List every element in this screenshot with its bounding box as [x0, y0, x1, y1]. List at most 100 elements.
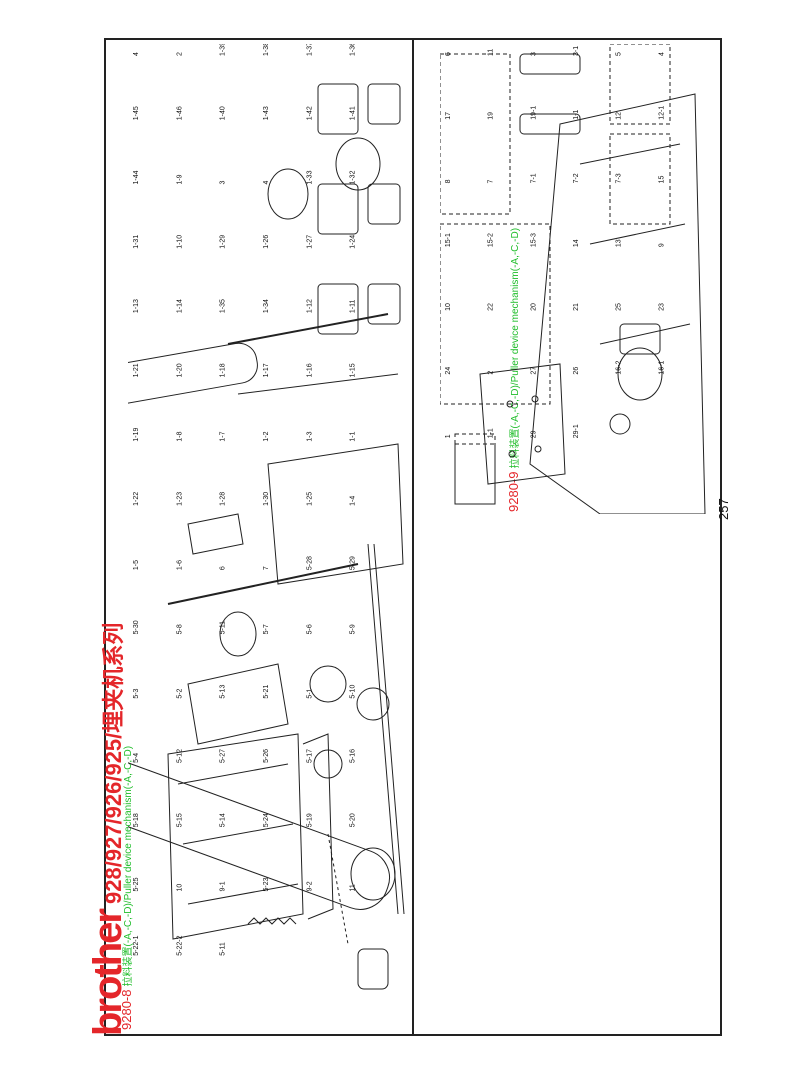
left-callout: 5-22-1: [133, 935, 140, 955]
right-callout: 1: [445, 434, 452, 438]
right-callout: 15-2: [488, 233, 495, 247]
left-callout: 5-4: [133, 753, 140, 763]
left-callout: 1-34: [263, 299, 270, 313]
right-callout: 16-2: [616, 360, 623, 374]
right-callout: 24: [445, 367, 452, 375]
left-callout: 1-40: [220, 106, 227, 120]
right-callout: 12-1: [658, 106, 665, 120]
group-1-box: [609, 133, 671, 225]
left-callout: 3: [220, 181, 227, 185]
left-callout: 1-26: [263, 235, 270, 249]
left-callout: 1-3: [306, 431, 313, 441]
right-callout: 15: [658, 176, 665, 184]
right-callout: 9: [658, 243, 665, 247]
right-callout: 3: [530, 52, 537, 56]
left-callout: 5-23: [263, 877, 270, 891]
left-callout: 1-17: [263, 363, 270, 377]
bracket-plate: [187, 663, 289, 745]
center-divider: [412, 38, 414, 1036]
gear-lower: [350, 847, 396, 901]
left-callout: 5-7: [263, 624, 270, 634]
left-callout: 5-12: [176, 749, 183, 763]
right-callout: 5: [616, 52, 623, 56]
right-callout: 8: [445, 179, 452, 183]
left-callout: 9-1: [220, 881, 227, 891]
right-callout: 3-1: [573, 46, 580, 56]
left-callout: 1-30: [263, 492, 270, 506]
left-callout: 2: [176, 52, 183, 56]
left-callout: 1-20: [176, 363, 183, 377]
left-callout: 1-8: [176, 431, 183, 441]
left-callout: 1-29: [220, 235, 227, 249]
right-callout: 7: [488, 179, 495, 183]
right-callout: 11: [488, 49, 495, 56]
left-callout: 1-25: [306, 492, 313, 506]
right-callout: 17: [445, 112, 452, 120]
left-callout: 5-29: [350, 556, 357, 570]
pulley-top: [219, 611, 257, 657]
left-callout: 1-43: [263, 106, 270, 120]
left-callout: 1-23: [176, 492, 183, 506]
base-casting: [529, 93, 706, 514]
right-callout: 4: [658, 52, 665, 56]
left-callout: 5-9: [350, 624, 357, 634]
right-callout: 20: [530, 303, 537, 311]
left-callout: 5-27: [220, 749, 227, 763]
left-callout: 5-11: [220, 621, 227, 635]
left-callout: 1-16: [306, 363, 313, 377]
right-callout: 13: [616, 239, 623, 247]
group-7-box: [440, 223, 551, 405]
left-callout: 1-22: [133, 492, 140, 506]
left-callout: 4: [263, 181, 270, 185]
left-callout: 1-14: [176, 299, 183, 313]
left-callout: 1-19: [133, 427, 140, 441]
left-callout: 1-42: [306, 106, 313, 120]
left-callout: 5-22-2: [176, 935, 183, 955]
left-callout: 5-21: [263, 685, 270, 699]
spring: [247, 917, 297, 925]
right-callout: 7-1: [530, 173, 537, 183]
right-callout: 7-2: [573, 173, 580, 183]
left-callout: 5-8: [176, 624, 183, 634]
left-callout: 5-15: [176, 813, 183, 827]
left-callout: 9-2: [306, 881, 313, 891]
left-callout: 5-6: [306, 624, 313, 634]
left-callout: 1-15: [350, 363, 357, 377]
left-callout: 5-28: [306, 556, 313, 570]
left-callout: 1-39: [220, 44, 227, 56]
right-callout: 1-1: [573, 109, 580, 119]
left-callout: 1-13: [133, 299, 140, 313]
left-callout: 5-24: [263, 813, 270, 827]
right-callout: 23: [658, 303, 665, 311]
cover-plate: [267, 443, 404, 585]
left-callout: 1-9: [176, 174, 183, 184]
left-callout: 5-1: [306, 688, 313, 698]
left-callout: 1-35: [220, 299, 227, 313]
left-callout: 1-24: [350, 235, 357, 249]
left-callout: 1-33: [306, 170, 313, 184]
group-12-box: [454, 433, 496, 505]
right-callout: 15-3: [530, 233, 537, 247]
left-callout: 1-2: [263, 431, 270, 441]
right-callout: 2: [488, 371, 495, 375]
left-callout: 1-5: [133, 560, 140, 570]
left-callout: 1-7: [220, 431, 227, 441]
shaft-1-1: [367, 543, 399, 915]
right-callout: 16-1: [658, 360, 665, 374]
left-callout: 5-3: [133, 688, 140, 698]
left-callout: 5-25: [133, 877, 140, 891]
left-callout: 5-11: [220, 942, 227, 956]
left-callout: 5-16: [350, 749, 357, 763]
left-callout: 1-44: [133, 170, 140, 184]
left-callout: 1-21: [133, 363, 140, 377]
group-29-box: [609, 44, 671, 125]
left-callout: 1-6: [176, 560, 183, 570]
left-callout: 1-46: [176, 106, 183, 120]
left-callout: 1-1: [350, 431, 357, 441]
right-callout: 10: [445, 303, 452, 311]
pin-16-1: [519, 113, 581, 135]
page-number: 257: [716, 498, 731, 520]
